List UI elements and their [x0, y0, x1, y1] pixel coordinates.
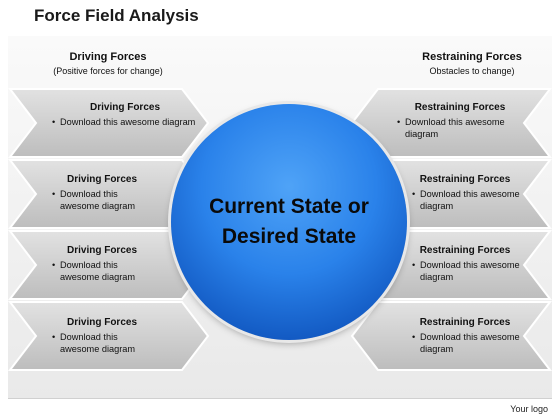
restraining-forces-header: Restraining Forces Obstacles to change): [372, 51, 560, 76]
restraining-force-bullet: Download this awesome diagram: [412, 259, 520, 283]
restraining-force-item: Restraining Forces Download this awesome…: [410, 317, 520, 355]
restraining-force-item: Restraining Forces Download this awesome…: [410, 174, 520, 212]
driving-force-title: Driving Forces: [89, 102, 161, 113]
driving-force-item: Driving Forces Download this awesome dia…: [50, 174, 154, 212]
restraining-force-title: Restraining Forces: [414, 102, 506, 113]
restraining-forces-heading: Restraining Forces: [422, 51, 522, 63]
driving-forces-subheading: (Positive forces for change): [53, 66, 163, 76]
center-state-circle: Current State or Desired State: [171, 104, 407, 340]
driving-force-item: Driving Forces Download this awesome dia…: [50, 317, 154, 355]
driving-force-bullet: Download this awesome diagram: [52, 331, 154, 355]
driving-force-item: Driving Forces Download this awesome dia…: [50, 102, 200, 128]
restraining-force-title: Restraining Forces: [419, 317, 511, 328]
restraining-force-bullet: Download this awesome diagram: [412, 188, 520, 212]
driving-force-bullet: Download this awesome diagram: [52, 188, 154, 212]
restraining-force-title: Restraining Forces: [419, 174, 511, 185]
driving-forces-heading: Driving Forces: [69, 51, 147, 63]
driving-force-bullet: Download this awesome diagram: [52, 259, 154, 283]
page-title: Force Field Analysis: [34, 6, 199, 25]
driving-force-title: Driving Forces: [66, 317, 138, 328]
restraining-force-bullet: Download this awesome diagram: [412, 331, 520, 355]
driving-forces-header: Driving Forces (Positive forces for chan…: [8, 51, 208, 76]
footer-divider: [8, 398, 552, 399]
restraining-force-item: Restraining Forces Download this awesome…: [395, 102, 525, 140]
center-state-text: Current State or Desired State: [209, 195, 369, 248]
driving-force-bullet: Download this awesome diagram: [52, 116, 200, 128]
restraining-force-title: Restraining Forces: [419, 245, 511, 256]
restraining-forces-subheading: Obstacles to change): [429, 66, 515, 76]
restraining-force-item: Restraining Forces Download this awesome…: [410, 245, 520, 283]
logo-placeholder: Your logo: [510, 404, 548, 414]
restraining-force-bullet: Download this awesome diagram: [397, 116, 525, 140]
driving-force-title: Driving Forces: [66, 245, 138, 256]
driving-force-title: Driving Forces: [66, 174, 138, 185]
driving-force-item: Driving Forces Download this awesome dia…: [50, 245, 154, 283]
